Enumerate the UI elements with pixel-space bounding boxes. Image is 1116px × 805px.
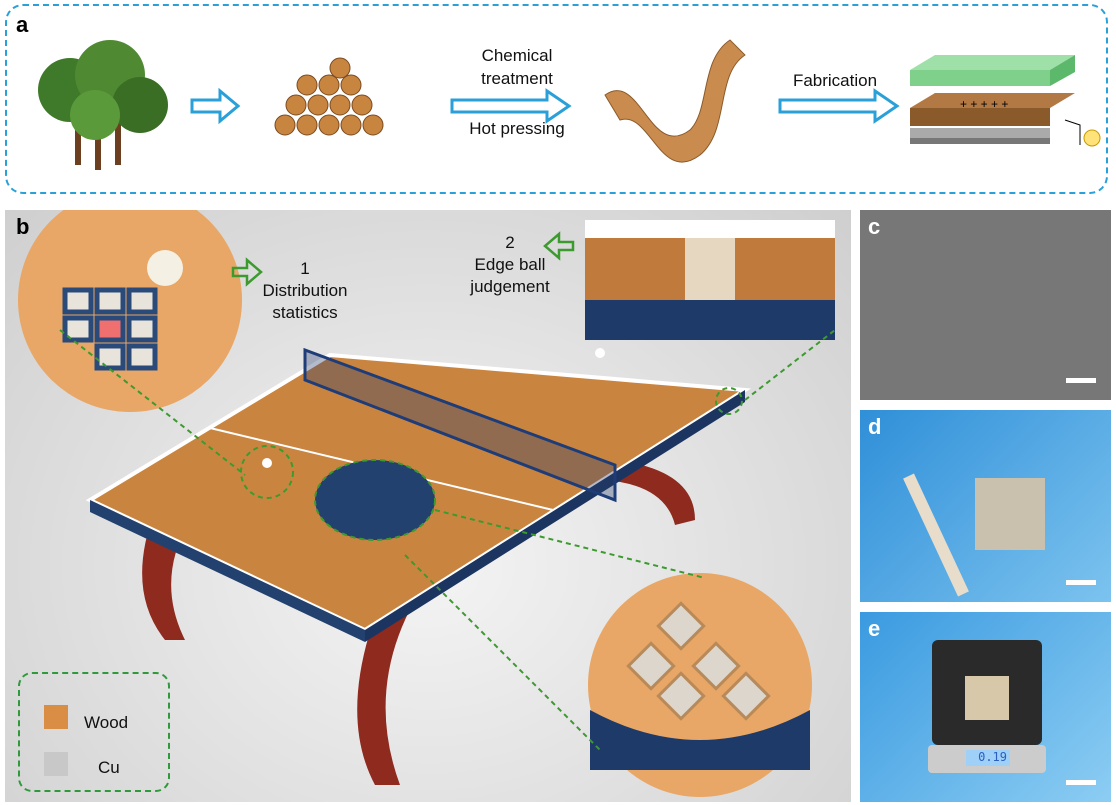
device-layers-icon: + + + + +: [910, 55, 1101, 147]
callout1-line2: statistics: [272, 303, 338, 322]
logs-icon: [274, 57, 384, 136]
cu-swatch-icon: [44, 752, 68, 776]
arrow-1-icon: [190, 87, 241, 125]
panel-d-label: d: [868, 414, 882, 439]
ball-icon: [262, 458, 272, 468]
callout1-number: 1: [300, 259, 310, 278]
svg-text:+ + + + +: + + + + +: [960, 97, 1008, 111]
callout2-number: 2: [505, 233, 515, 252]
trees-icon: [38, 40, 168, 170]
legend-wood-label: Wood: [84, 713, 129, 732]
panel-b-label: b: [16, 214, 30, 239]
callout1-line1: Distribution: [262, 281, 348, 300]
arrow-2-icon: [450, 88, 572, 124]
step2-label: Fabrication: [792, 71, 878, 90]
step1-label-top: Chemical: [481, 46, 553, 65]
arrow-green-2-icon: [543, 231, 575, 261]
scale-display: 0.19: [966, 750, 1010, 766]
scale-bar-c: [1066, 378, 1096, 383]
scale-bar-d: [1066, 580, 1096, 585]
step1-label-bottom: Hot pressing: [469, 119, 565, 138]
arrow-green-1-icon: [231, 257, 263, 287]
ping-pong-table-illustration: [18, 210, 836, 797]
step1-label-mid: treatment: [481, 69, 553, 88]
panel-a-label: a: [16, 12, 29, 37]
net: [303, 347, 617, 503]
wood-sheet-icon: [604, 39, 746, 163]
panel-a-illustration: + + + + +: [38, 39, 1101, 170]
legend-cu-label: Cu: [98, 758, 120, 777]
wood-swatch-icon: [44, 705, 68, 729]
material-legend: [18, 672, 170, 792]
panel-e-label: e: [868, 616, 881, 641]
magnified-sensor-grid: [18, 210, 242, 412]
edge-cross-section: [585, 220, 835, 340]
panel-a-frame: [5, 4, 1108, 194]
panel-c-sem-image: [860, 210, 1111, 400]
flat-sample: [975, 478, 1045, 550]
arrow-3-icon: [778, 88, 900, 124]
weighed-sample: [965, 676, 1009, 720]
magnified-lattice: [588, 573, 812, 797]
panel-c-label: c: [868, 214, 881, 239]
callout2-line2: judgement: [470, 277, 550, 296]
callout2-line1: Edge ball: [474, 255, 546, 274]
scale-bar-e: [1066, 780, 1096, 785]
